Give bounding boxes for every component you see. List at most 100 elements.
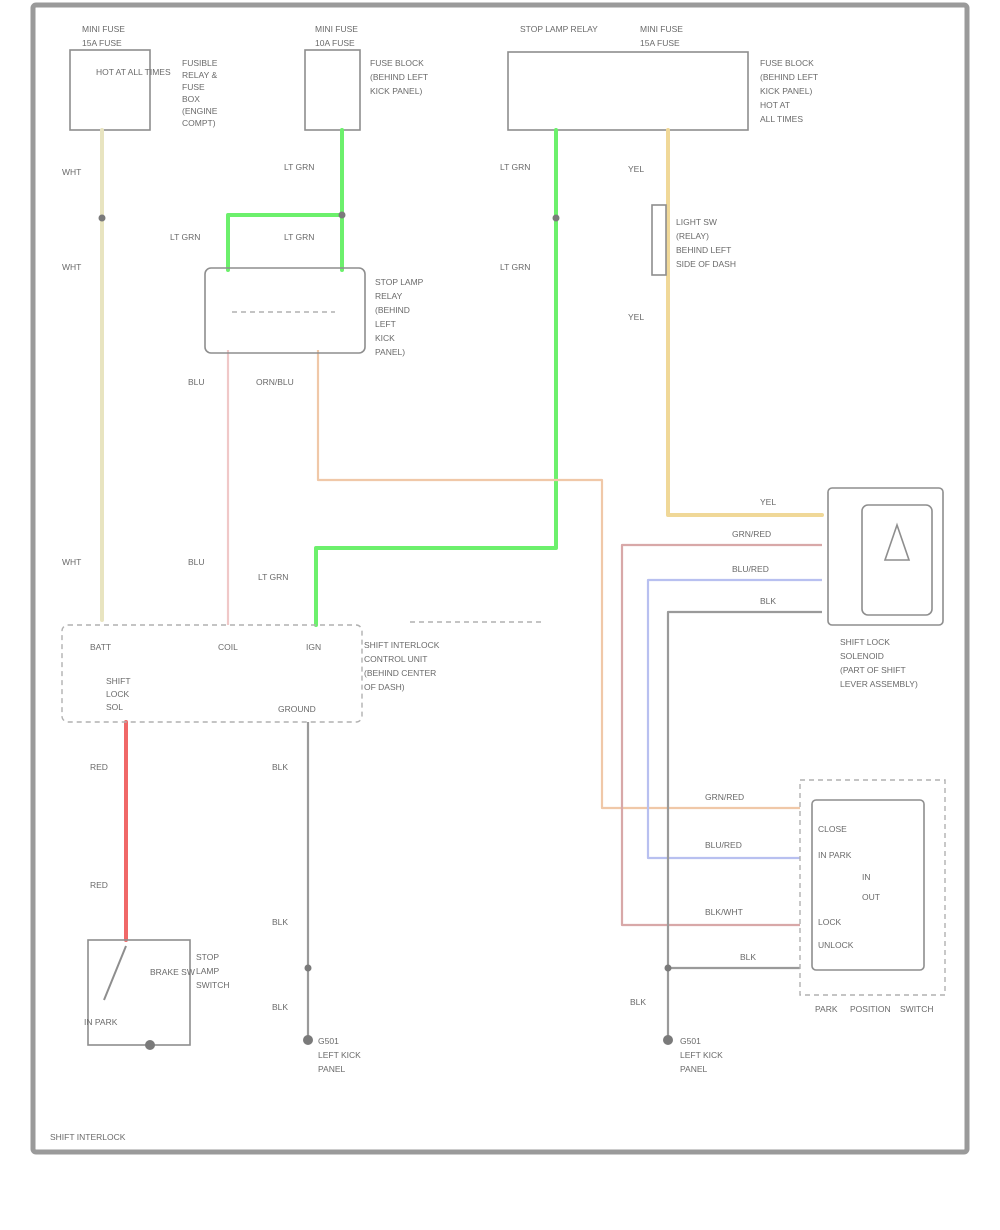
svg-text:IN PARK: IN PARK bbox=[818, 850, 852, 860]
svg-text:BATT: BATT bbox=[90, 642, 111, 652]
fuse-c-desc: FUSE BLOCK (BEHIND LEFT KICK PANEL) HOT … bbox=[760, 58, 818, 124]
wire-red-label-b: RED bbox=[90, 880, 108, 890]
svg-text:SIDE OF DASH: SIDE OF DASH bbox=[676, 259, 736, 269]
svg-text:UNLOCK: UNLOCK bbox=[818, 940, 854, 950]
svg-text:SWITCH: SWITCH bbox=[900, 1004, 934, 1014]
svg-text:PANEL): PANEL) bbox=[375, 347, 405, 357]
diagram-frame bbox=[30, 2, 970, 1155]
brake-switch-box bbox=[87, 939, 191, 1046]
svg-text:SWITCH: SWITCH bbox=[196, 980, 230, 990]
wire-yellow-right bbox=[666, 128, 824, 517]
wire-blk-wht-label-b: BLK/WHT bbox=[705, 907, 743, 917]
park-switch-desc: PARK POSITION SWITCH bbox=[815, 1004, 934, 1014]
relay-desc: STOP LAMP RELAY (BEHIND LEFT KICK PANEL) bbox=[375, 277, 424, 357]
module-inner: SHIFT LOCK SOL bbox=[106, 676, 131, 712]
svg-text:PANEL: PANEL bbox=[680, 1064, 708, 1074]
svg-text:FUSE: FUSE bbox=[182, 82, 205, 92]
svg-text:ALL TIMES: ALL TIMES bbox=[760, 114, 803, 124]
park-switch-inner bbox=[811, 799, 925, 971]
wire-blk-label-r3: BLK bbox=[630, 997, 646, 1007]
wire-blue bbox=[646, 578, 822, 860]
wire-grn-red-label: GRN/RED bbox=[732, 529, 771, 539]
wire-brown bbox=[620, 543, 822, 927]
park-position-switch-box bbox=[799, 779, 946, 996]
wire-blk-label-c1: BLK bbox=[272, 762, 288, 772]
fuse-c-box bbox=[507, 51, 749, 131]
svg-text:FUSE BLOCK: FUSE BLOCK bbox=[760, 58, 814, 68]
wire-green-top bbox=[226, 128, 344, 272]
svg-text:LOCK: LOCK bbox=[106, 689, 129, 699]
wire-gray-right bbox=[666, 610, 822, 1040]
stop-lamp-relay-box bbox=[204, 267, 366, 354]
wire-blk-label-r1: BLK bbox=[760, 596, 776, 606]
connector-desc: LIGHT SW (RELAY) BEHIND LEFT SIDE OF DAS… bbox=[676, 217, 736, 269]
svg-text:SHIFT: SHIFT bbox=[106, 676, 131, 686]
svg-text:(BEHIND LEFT: (BEHIND LEFT bbox=[370, 72, 428, 82]
svg-text:STOP: STOP bbox=[196, 952, 219, 962]
wire-blk-label-r2: BLK bbox=[740, 952, 756, 962]
svg-text:CLOSE: CLOSE bbox=[818, 824, 847, 834]
svg-text:(BEHIND LEFT: (BEHIND LEFT bbox=[760, 72, 818, 82]
svg-text:LAMP: LAMP bbox=[196, 966, 219, 976]
fuse-a-pins-label: HOT AT ALL TIMES bbox=[96, 67, 171, 77]
wire-red-label-a: RED bbox=[90, 762, 108, 772]
solenoid-inner bbox=[861, 504, 933, 616]
svg-text:RELAY: RELAY bbox=[375, 291, 403, 301]
svg-text:LEFT KICK: LEFT KICK bbox=[318, 1050, 361, 1060]
wire-yel-label-c: YEL bbox=[760, 497, 776, 507]
wire-blu-label-b: BLU bbox=[188, 557, 205, 567]
fuse-b-box bbox=[304, 49, 361, 131]
wire-ltgrn-label-f: LT GRN bbox=[258, 572, 288, 582]
svg-text:BOX: BOX bbox=[182, 94, 200, 104]
svg-text:PANEL: PANEL bbox=[318, 1064, 346, 1074]
wire-org-label: GRN/RED bbox=[705, 792, 744, 802]
svg-text:FUSIBLE: FUSIBLE bbox=[182, 58, 218, 68]
svg-text:HOT AT: HOT AT bbox=[760, 100, 790, 110]
wire-blu-red-label: BLU/RED bbox=[732, 564, 769, 574]
svg-text:G501: G501 bbox=[680, 1036, 701, 1046]
fuse-a-box bbox=[69, 49, 151, 131]
svg-text:KICK PANEL): KICK PANEL) bbox=[370, 86, 422, 96]
module-pins: BATT COIL IGN bbox=[90, 642, 321, 652]
diagram-footer: SHIFT INTERLOCK bbox=[50, 1132, 126, 1142]
svg-text:FUSE BLOCK: FUSE BLOCK bbox=[370, 58, 424, 68]
ground-a-desc: G501 LEFT KICK PANEL bbox=[318, 1036, 361, 1074]
ground-a-icon bbox=[303, 1035, 313, 1045]
svg-text:(BEHIND CENTER: (BEHIND CENTER bbox=[364, 668, 436, 678]
brake-switch-contact bbox=[103, 945, 127, 1001]
wire-blu-label-a: BLU bbox=[188, 377, 205, 387]
fuse-a-desc: FUSIBLE RELAY & FUSE BOX (ENGINE COMPT) bbox=[182, 58, 218, 128]
shift-interlock-module-box bbox=[61, 624, 363, 723]
wire-yel-label-a: YEL bbox=[628, 164, 644, 174]
fuse-a-sub-label: 15A FUSE bbox=[82, 38, 122, 48]
svg-text:IN: IN bbox=[862, 872, 871, 882]
wire-wht-label-c: WHT bbox=[62, 557, 81, 567]
fuse-b-sub-label: 10A FUSE bbox=[315, 38, 355, 48]
svg-text:COIL: COIL bbox=[218, 642, 238, 652]
svg-text:LEFT KICK: LEFT KICK bbox=[680, 1050, 723, 1060]
fuse-b-desc: FUSE BLOCK (BEHIND LEFT KICK PANEL) bbox=[370, 58, 428, 96]
svg-text:BEHIND LEFT: BEHIND LEFT bbox=[676, 245, 731, 255]
wire-orn-label: ORN/BLU bbox=[256, 377, 294, 387]
wire-ltgrn-label-c: LT GRN bbox=[284, 232, 314, 242]
relay-top-label: STOP LAMP RELAY bbox=[520, 24, 598, 34]
svg-text:LEVER ASSEMBLY): LEVER ASSEMBLY) bbox=[840, 679, 918, 689]
svg-text:SHIFT LOCK: SHIFT LOCK bbox=[840, 637, 890, 647]
module-ground-label: GROUND bbox=[278, 704, 316, 714]
svg-text:KICK PANEL): KICK PANEL) bbox=[760, 86, 812, 96]
wire-blk-label-c2: BLK bbox=[272, 917, 288, 927]
svg-text:PARK: PARK bbox=[815, 1004, 838, 1014]
svg-text:(BEHIND: (BEHIND bbox=[375, 305, 410, 315]
svg-text:LIGHT SW: LIGHT SW bbox=[676, 217, 717, 227]
park-switch-pins: CLOSE IN PARK IN OUT LOCK UNLOCK bbox=[818, 824, 880, 950]
svg-text:CONTROL UNIT: CONTROL UNIT bbox=[364, 654, 427, 664]
svg-text:COMPT): COMPT) bbox=[182, 118, 216, 128]
svg-text:(ENGINE: (ENGINE bbox=[182, 106, 218, 116]
wire-ltgrn-label-e: LT GRN bbox=[500, 262, 530, 272]
fuse-a-top-label: MINI FUSE bbox=[82, 24, 125, 34]
wire-ltgrn-label-d: LT GRN bbox=[500, 162, 530, 172]
svg-text:RELAY &: RELAY & bbox=[182, 70, 217, 80]
svg-text:OF DASH): OF DASH) bbox=[364, 682, 405, 692]
wire-blk-label-c3: BLK bbox=[272, 1002, 288, 1012]
